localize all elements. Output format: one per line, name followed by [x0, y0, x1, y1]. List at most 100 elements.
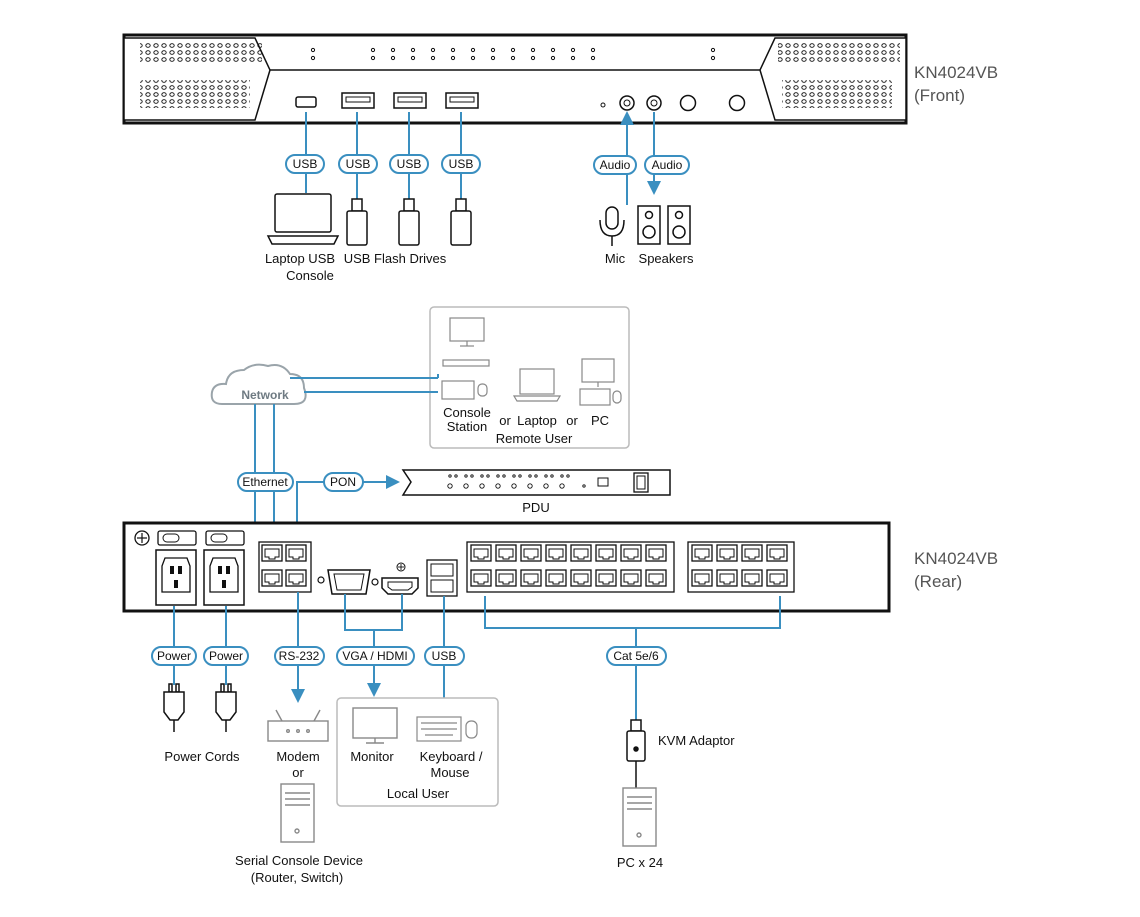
front-title: KN4024VB: [914, 63, 998, 82]
front-panel: [122, 33, 908, 125]
svg-text:USB: USB: [449, 157, 474, 171]
svg-text:VGA / HDMI: VGA / HDMI: [342, 649, 407, 663]
svg-text:USB: USB: [293, 157, 318, 171]
svg-text:Cat 5e/6: Cat 5e/6: [613, 649, 659, 663]
cat-pill: Cat 5e/6: [606, 646, 667, 666]
front-micro-usb-port: [295, 96, 317, 108]
kvm-port-block: [687, 541, 795, 593]
serial-device-label: Serial Console Device: [235, 853, 363, 868]
pdu-device: [401, 469, 671, 496]
remote-laptop-icon: [512, 368, 562, 402]
rear-usb-ports: [426, 559, 458, 597]
network-cloud-icon: Network: [210, 363, 307, 405]
keyboard-label-2: Mouse: [430, 765, 469, 780]
power-plug-icon: [163, 683, 185, 732]
rear-usb-pill: USB: [424, 646, 465, 666]
lan-port-block: [258, 541, 312, 593]
usb-pill: USB: [338, 154, 378, 174]
svg-text:Network: Network: [241, 388, 289, 402]
front-subtitle: (Front): [914, 86, 965, 105]
modem-icon: [267, 709, 329, 742]
power-switch: [157, 530, 197, 546]
console-station-icon: [441, 317, 490, 400]
ground-screw-icon: [396, 562, 406, 572]
speakers-icon: [637, 205, 691, 245]
usb-flash-drive-icon: [398, 198, 420, 246]
remote-user-caption: Remote User: [496, 431, 573, 446]
mic-jack: [619, 95, 635, 111]
speakers-label: Speakers: [639, 251, 694, 266]
rear-panel: [122, 521, 891, 613]
svg-text:USB: USB: [397, 157, 422, 171]
power-cords-label: Power Cords: [164, 749, 240, 764]
modem-label: Modem: [276, 749, 319, 764]
laptop-icon: [266, 193, 340, 245]
remote-laptop-label: Laptop: [517, 413, 557, 428]
usb-flash-drive-icon: [346, 198, 368, 246]
keyboard-label: Keyboard /: [420, 749, 483, 764]
pc-x24-label: PC x 24: [617, 855, 663, 870]
rear-cables: [173, 592, 781, 720]
audio-pill: Audio: [644, 155, 690, 175]
svg-text:PON: PON: [330, 475, 356, 489]
serial-device-label-2: (Router, Switch): [251, 870, 343, 885]
monitor-label: Monitor: [350, 749, 394, 764]
front-usb-port: [445, 92, 479, 109]
kvm-port-block: [466, 541, 675, 593]
or-label: or: [292, 765, 304, 780]
monitor-icon: [352, 707, 398, 744]
svg-text:USB: USB: [432, 649, 457, 663]
power-plug-icon: [215, 683, 237, 732]
speaker-jack: [646, 95, 662, 111]
ground-screw-icon: [134, 530, 150, 546]
console-station-label-2: Station: [447, 419, 487, 434]
vga-hdmi-pill: VGA / HDMI: [336, 646, 415, 666]
power-pill: Power: [203, 646, 249, 666]
ethernet-pill: Ethernet: [237, 472, 294, 492]
front-button: [728, 94, 746, 112]
power-socket: [203, 549, 245, 606]
kvm-adaptor-icon: [626, 719, 646, 788]
console-station-label: Console: [443, 405, 491, 420]
laptop-label-2: Console: [286, 268, 334, 283]
serial-device-icon: [280, 783, 315, 843]
power-pill: Power: [151, 646, 197, 666]
flash-drives-label: USB Flash Drives: [344, 251, 447, 266]
svg-text:Power: Power: [157, 649, 191, 663]
front-usb-port: [341, 92, 375, 109]
usb-pill: USB: [389, 154, 429, 174]
usb-flash-drive-icon: [450, 198, 472, 246]
pdu-label: PDU: [522, 500, 549, 515]
keyboard-mouse-icon: [416, 716, 478, 742]
usb-pill: USB: [441, 154, 481, 174]
front-button: [679, 94, 697, 112]
power-socket: [155, 549, 197, 606]
local-user-caption: Local User: [387, 786, 450, 801]
pc-tower-icon: [622, 787, 657, 847]
power-switch: [205, 530, 245, 546]
svg-text:Power: Power: [209, 649, 243, 663]
vga-port: [327, 569, 371, 595]
hdmi-port: [381, 577, 419, 595]
svg-text:Audio: Audio: [652, 158, 683, 172]
mic-label: Mic: [605, 251, 626, 266]
rs232-pill: RS-232: [274, 646, 325, 666]
laptop-label: Laptop USB: [265, 251, 335, 266]
remote-pc-icon: [579, 358, 622, 406]
usb-pill: USB: [285, 154, 325, 174]
or-label: or: [499, 413, 511, 428]
svg-text:Ethernet: Ethernet: [242, 475, 288, 489]
remote-pc-label: PC: [591, 413, 609, 428]
svg-text:RS-232: RS-232: [279, 649, 320, 663]
mic-icon: [599, 206, 625, 246]
front-usb-port: [393, 92, 427, 109]
svg-text:USB: USB: [346, 157, 371, 171]
rear-subtitle: (Rear): [914, 572, 962, 591]
kvm-adaptor-label: KVM Adaptor: [658, 733, 735, 748]
or-label: or: [566, 413, 578, 428]
pon-pill: PON: [323, 472, 364, 492]
svg-text:Audio: Audio: [600, 158, 631, 172]
rear-title: KN4024VB: [914, 549, 998, 568]
